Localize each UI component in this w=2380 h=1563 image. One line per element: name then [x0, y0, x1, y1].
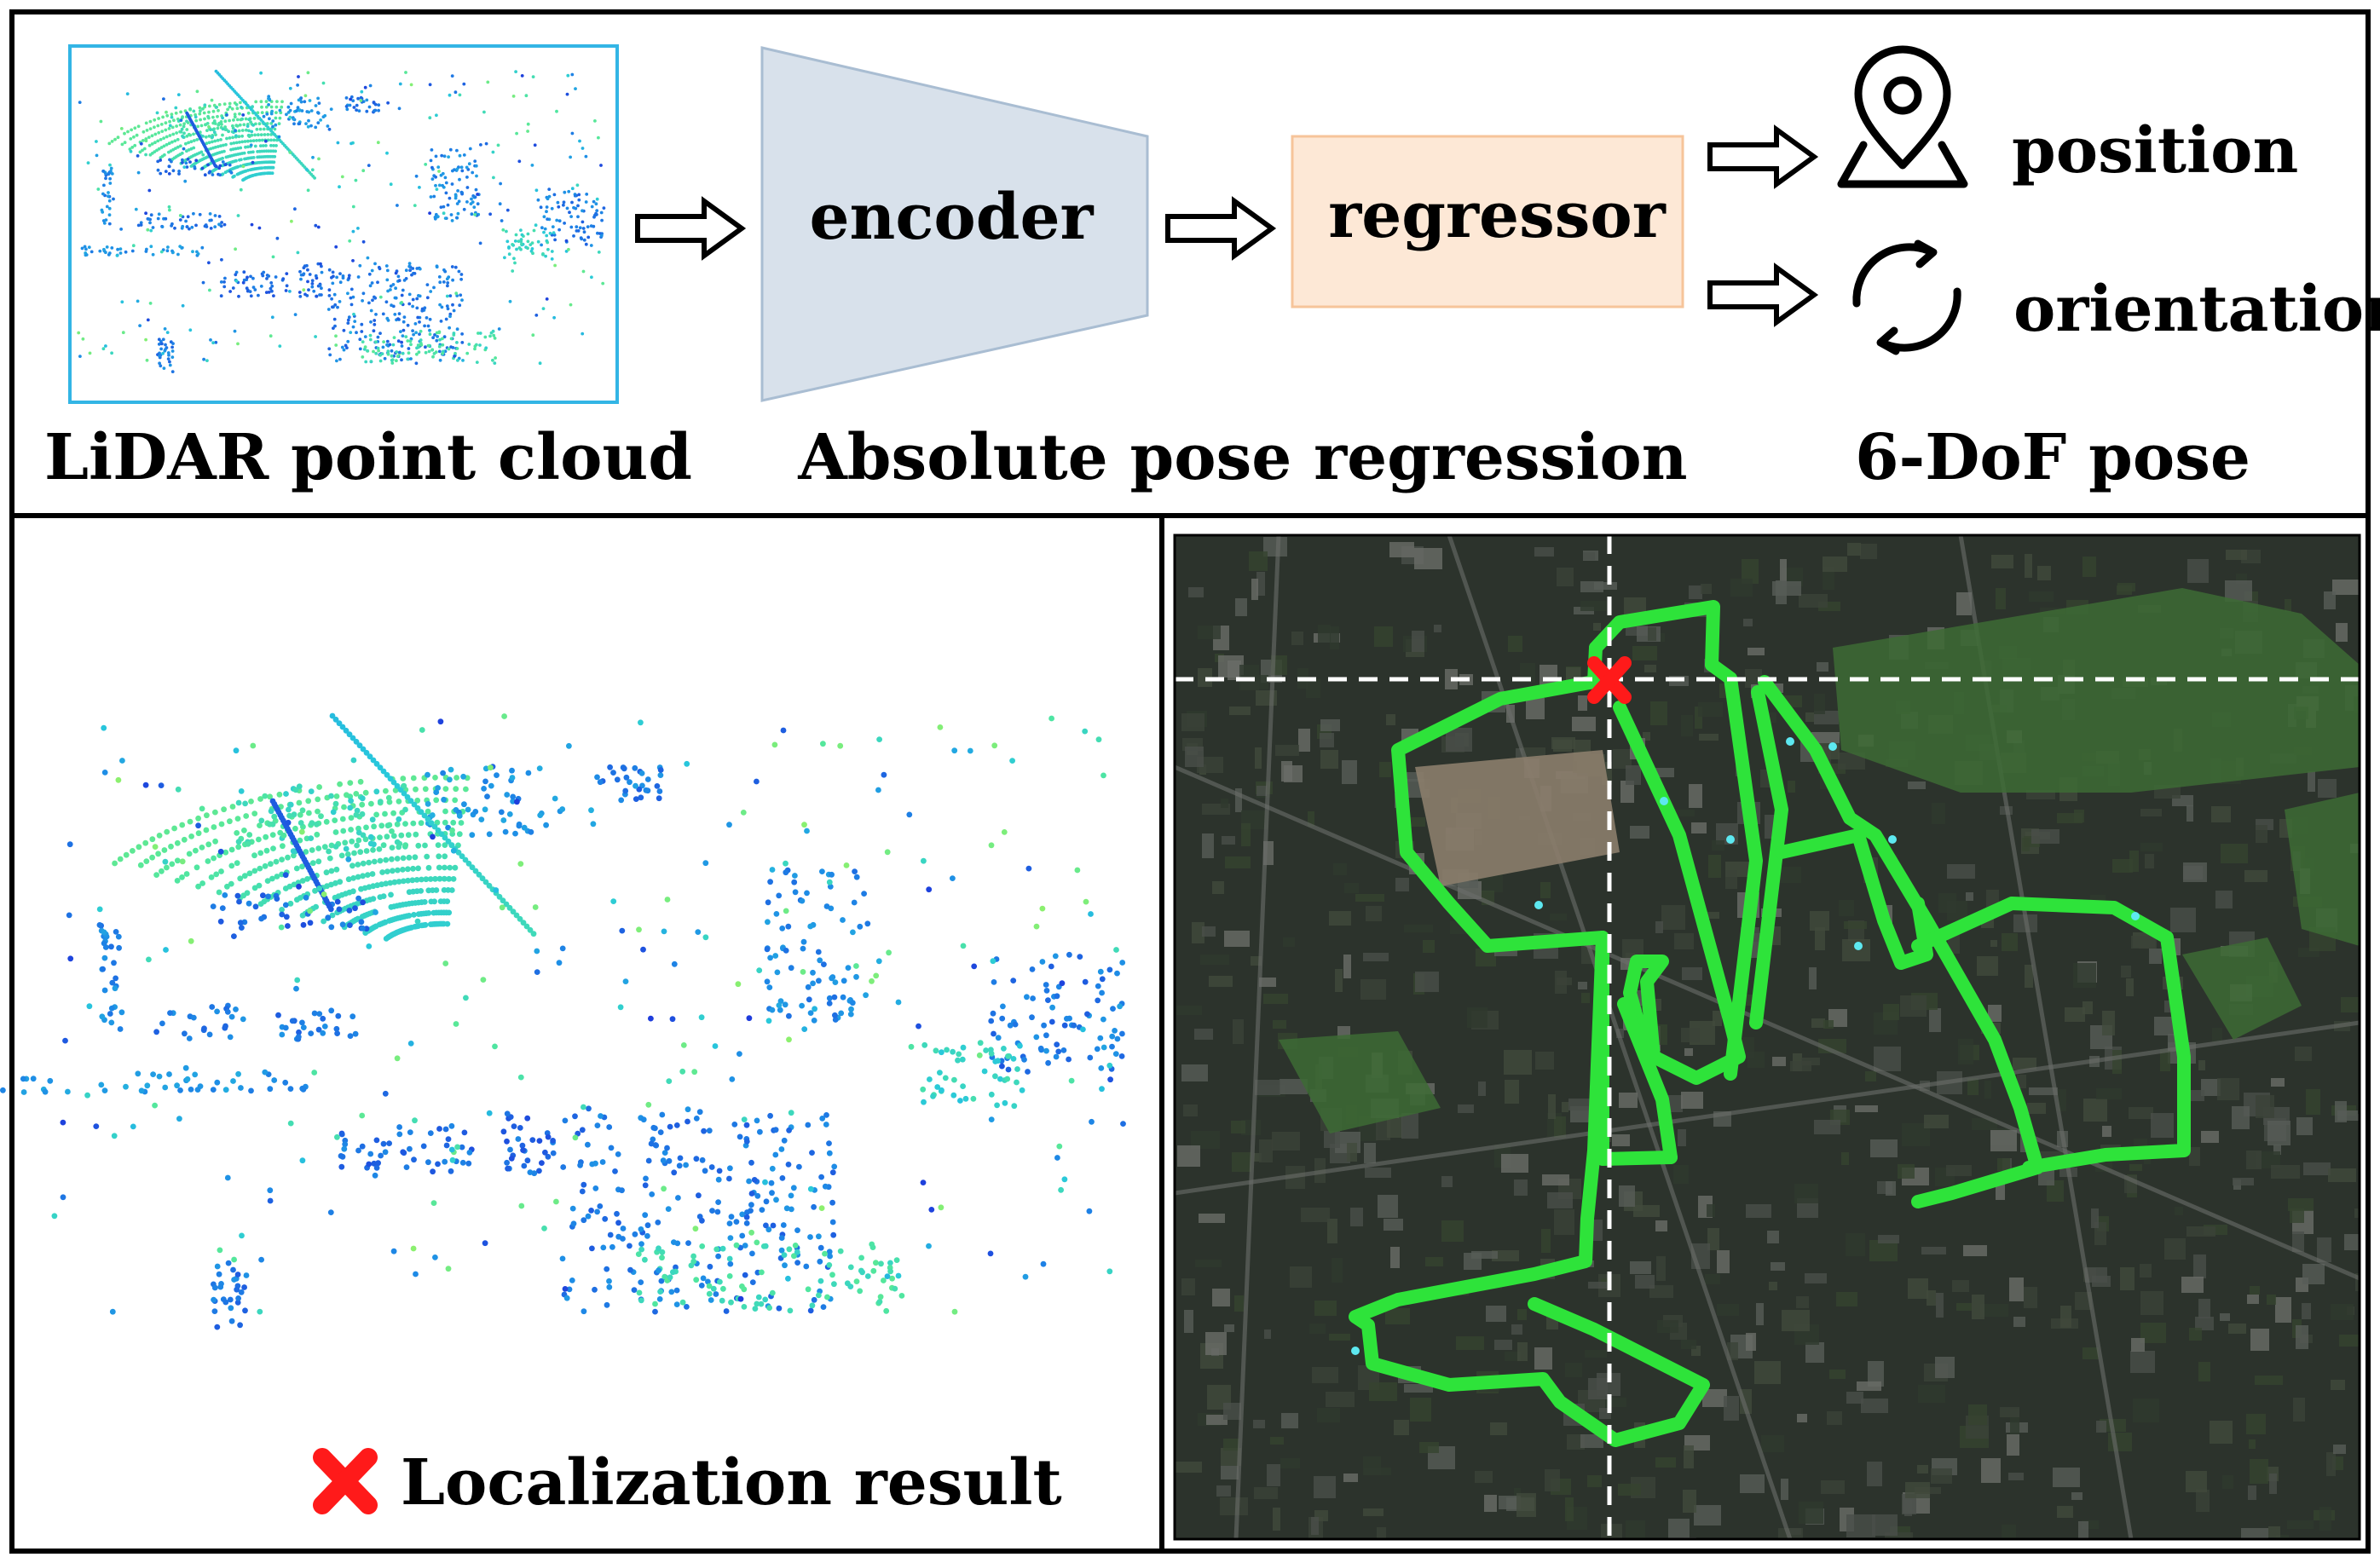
panel-frames: [9, 9, 2371, 1554]
arrow-to-position: [1707, 124, 1819, 189]
legend: Localization result: [313, 1446, 1062, 1520]
pipeline-panel: LiDAR point cloud encoder regressor Abso…: [44, 44, 2380, 494]
localization-crosshair: [1175, 535, 2360, 1539]
rotation-arrows-icon: [1852, 239, 1961, 355]
lidar-thumbnail-points: [77, 69, 606, 373]
arrow-to-regressor: [1165, 196, 1277, 261]
lidar-point-cloud: [0, 712, 1126, 1330]
trajectory-markers: [1351, 737, 2140, 1355]
encoder-block: encoder: [760, 46, 1149, 402]
output-label: 6-DoF pose: [1855, 421, 2250, 494]
arrow-to-encoder: [635, 196, 747, 261]
regressor-block: regressor: [1291, 135, 1684, 309]
aerial-map: [1175, 535, 2360, 1539]
lidar-points: [0, 712, 1126, 1330]
arrow-to-orientation: [1707, 262, 1819, 327]
red-x-marker: [313, 1448, 378, 1514]
encoder-label: encoder: [809, 181, 1094, 254]
legend-label: Localization result: [401, 1446, 1062, 1520]
map-construction-site: [1415, 750, 1620, 886]
input-label: LiDAR point cloud: [44, 421, 692, 494]
lidar-thumbnail: [68, 44, 619, 404]
orientation-label: orientation: [2013, 273, 2380, 346]
map-fields: [1279, 588, 2360, 1133]
position-label: position: [2012, 114, 2298, 187]
regressor-label: regressor: [1328, 179, 1667, 252]
ground-truth-trajectory: [1349, 600, 2191, 1447]
map-pin-icon: [1837, 45, 1968, 188]
localization-marker: [1587, 656, 1632, 704]
method-label: Absolute pose regression: [797, 421, 1687, 494]
aerial-map-border: [1173, 533, 2361, 1541]
